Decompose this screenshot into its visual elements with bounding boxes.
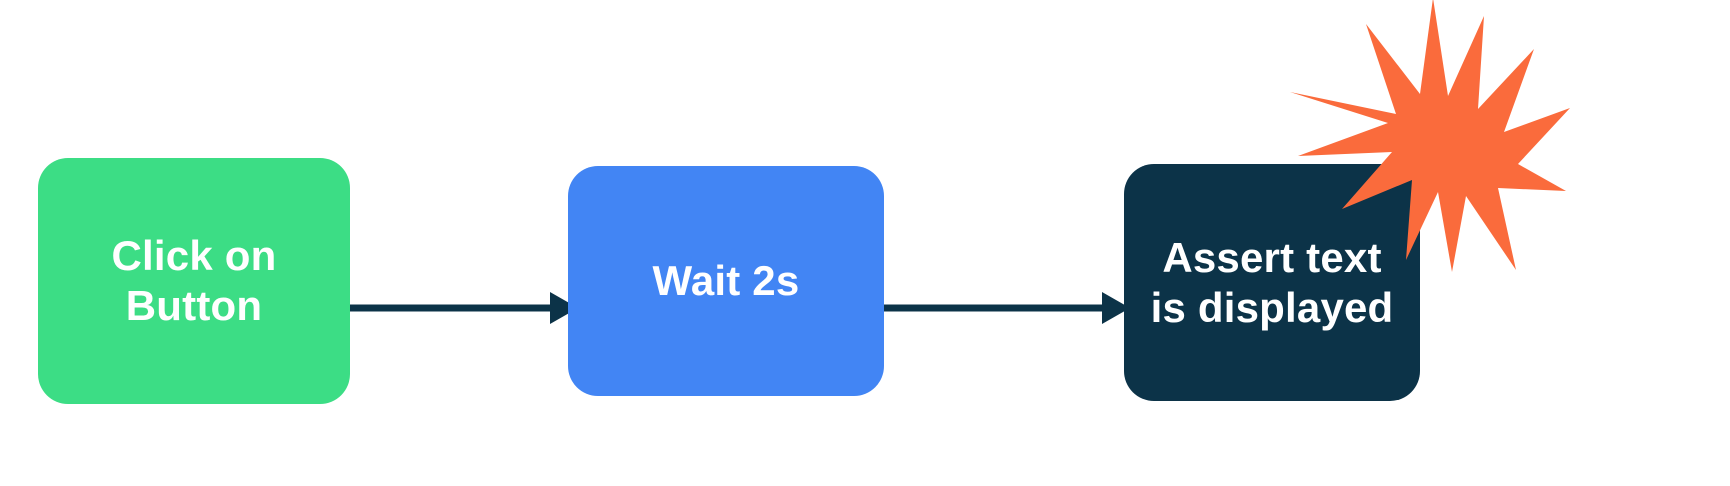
connector-click-to-wait [346,292,578,324]
arrowhead-icon [1102,292,1130,324]
flow-node-label: Assert text is displayed [1150,233,1394,331]
connector-wait-to-assert [882,292,1130,324]
flow-node-wait-2s[interactable]: Wait 2s [568,166,884,396]
flow-node-click-on-button[interactable]: Click on Button [38,158,350,404]
flow-node-label: Click on Button [111,232,277,329]
flow-node-label: Wait 2s [652,257,800,305]
flow-node-assert-text-is-displayed[interactable]: Assert text is displayed [1124,164,1420,401]
arrowhead-icon [550,292,578,324]
